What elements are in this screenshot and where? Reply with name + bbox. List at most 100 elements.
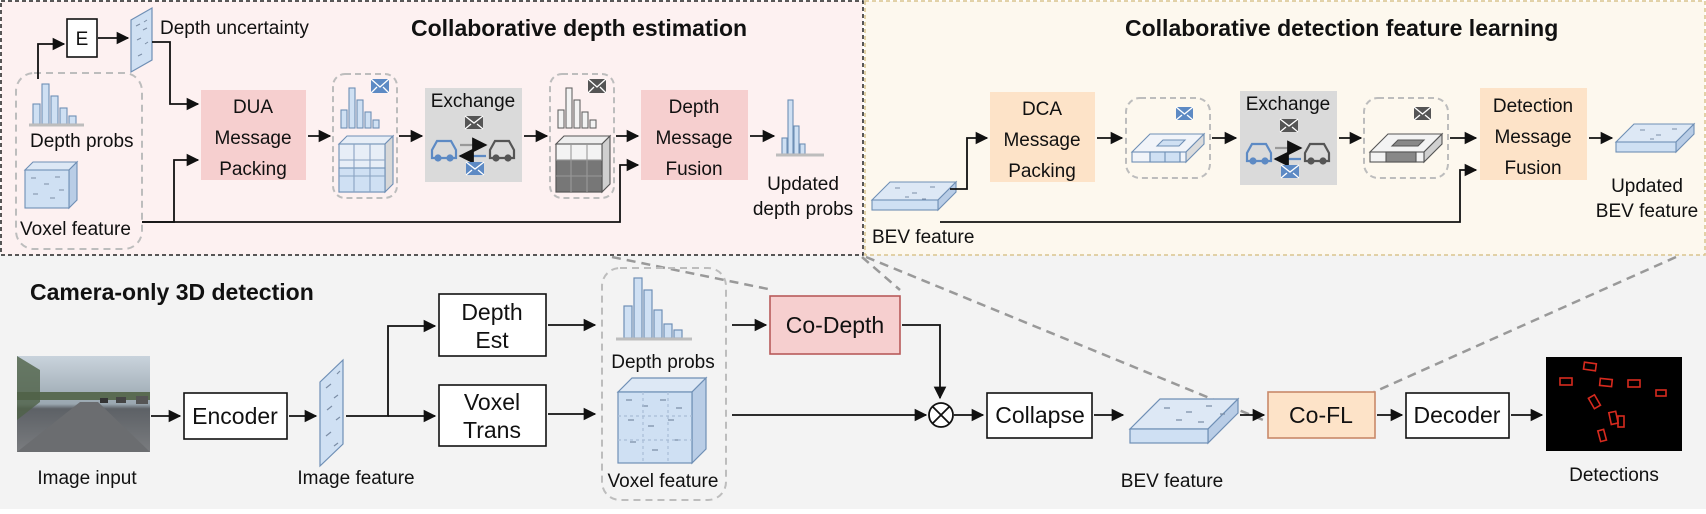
depth-input-group: [15, 72, 143, 250]
received-voxel-cube: [554, 134, 612, 194]
dua-line1: DUA: [233, 97, 273, 118]
detection-message-fusion-box: [1480, 88, 1587, 180]
dca-message-packing-box: [990, 92, 1095, 182]
bev-feature-input-label: BEV feature: [872, 227, 974, 248]
co-depth-box: [769, 295, 901, 355]
detection-fusion-line1: Detection: [1493, 96, 1573, 117]
decoder-box: [1405, 392, 1510, 439]
zoom-connector: [611, 255, 774, 292]
car-icon: [430, 139, 458, 162]
pipeline-depth-probs-label: Depth probs: [611, 352, 715, 373]
detection-exchange-label: Exchange: [1246, 94, 1331, 115]
detection-panel-title: Collaborative detection feature learning: [1125, 15, 1558, 41]
zoom-connector: [1373, 255, 1677, 394]
encoder-label: Encoder: [192, 403, 278, 429]
bev-feature-slab-input: [870, 180, 958, 212]
depth-exchange-label: Exchange: [431, 91, 516, 112]
received-bev-slab: [1368, 132, 1444, 164]
updated-depth-label-1: Updated: [767, 174, 839, 195]
updated-bev-label-2: BEV feature: [1596, 201, 1698, 222]
pipeline-feature-group: [601, 267, 727, 501]
voxel-feature-cube-large: [616, 376, 708, 465]
updated-bev-label-1: Updated: [1611, 176, 1683, 197]
dca-line3: Packing: [1008, 161, 1076, 182]
mail-icon: [1413, 106, 1432, 121]
car-icon: [1303, 142, 1331, 165]
mail-icon: [465, 161, 485, 176]
encoder-e-box: [66, 18, 98, 58]
encoder-box: [183, 392, 288, 440]
image-input-label: Image input: [37, 468, 137, 489]
pipeline-panel: [0, 236, 1706, 509]
car-icon: [488, 139, 516, 162]
depth-est-line1: Depth: [461, 299, 522, 325]
depth-uncertainty-label: Depth uncertainty: [160, 18, 309, 39]
detections-label: Detections: [1569, 465, 1659, 486]
depth-est-box: [438, 293, 547, 357]
voxel-trans-line2: Trans: [463, 417, 521, 443]
updated-depth-bars: [776, 99, 824, 157]
received-depth-bars: [557, 87, 597, 129]
pipeline-bev-feature-label: BEV feature: [1121, 471, 1223, 492]
pipeline-title: Camera-only 3D detection: [30, 279, 314, 305]
dua-line2: Message: [214, 128, 291, 149]
dca-line2: Message: [1003, 130, 1080, 151]
arrow-probs-to-e: [37, 37, 66, 79]
collapse-label: Collapse: [995, 402, 1085, 428]
mail-icon: [464, 115, 484, 130]
mail-icon: [1175, 106, 1194, 121]
depth-probs-label: Depth probs: [30, 131, 134, 152]
voxel-feature-label-small: Voxel feature: [20, 219, 131, 240]
depth-probs-bars-large: [616, 277, 692, 341]
updated-bev-slab: [1614, 122, 1696, 154]
exchange-arrows-icon: [1273, 140, 1303, 167]
co-depth-label: Co-Depth: [786, 312, 884, 338]
detections-map: [1546, 357, 1682, 451]
received-message-group: [549, 73, 615, 199]
voxel-feature-cube-small: [23, 160, 79, 210]
arrow-bev-to-detection-fusion: [940, 163, 1478, 223]
arrow-uncertainty-to-dua: [152, 41, 200, 111]
image-feature-map: [319, 358, 344, 468]
collapse-box: [986, 392, 1093, 439]
encoder-e-label: E: [76, 29, 89, 50]
packed-message-group: [332, 73, 398, 199]
mail-icon: [1279, 118, 1299, 133]
arrow-voxel-to-fusion: [142, 158, 640, 223]
mail-icon: [1280, 164, 1300, 179]
voxel-trans-line1: Voxel: [464, 389, 520, 415]
packed-depth-bars: [340, 87, 380, 129]
detection-fusion-line3: Fusion: [1504, 158, 1561, 179]
depth-est-line2: Est: [475, 327, 509, 353]
packed-bev-slab: [1130, 132, 1206, 164]
pipeline-voxel-feature-label: Voxel feature: [608, 471, 719, 492]
mail-icon: [370, 78, 390, 94]
detection-fusion-line2: Message: [1494, 127, 1571, 148]
packed-voxel-cube: [337, 134, 395, 194]
pipeline-bev-feature-slab: [1128, 397, 1240, 445]
mail-icon: [587, 78, 607, 94]
depth-fusion-line3: Fusion: [665, 159, 722, 180]
multiply-operator-icon: [928, 402, 954, 428]
co-fl-box: [1267, 391, 1376, 439]
depth-probs-bars-small: [29, 83, 84, 127]
packed-bev-group: [1125, 97, 1211, 179]
exchange-arrows-icon: [458, 137, 488, 164]
car-icon: [1245, 142, 1273, 165]
depth-fusion-line1: Depth: [669, 97, 720, 118]
updated-depth-label-2: depth probs: [753, 199, 853, 220]
depth-fusion-line2: Message: [655, 128, 732, 149]
depth-message-fusion-box: [641, 90, 748, 180]
arrow-feature-to-depth-est: [346, 319, 437, 417]
decoder-label: Decoder: [1414, 402, 1501, 428]
depth-panel-title: Collaborative depth estimation: [411, 15, 747, 41]
dua-message-packing-box: [201, 90, 306, 180]
dua-line3: Packing: [219, 159, 287, 180]
received-bev-group: [1363, 97, 1449, 179]
arrow-bev-to-dca: [950, 131, 989, 190]
zoom-connector: [865, 255, 1269, 424]
zoom-connector: [861, 256, 901, 291]
co-fl-label: Co-FL: [1289, 402, 1353, 428]
